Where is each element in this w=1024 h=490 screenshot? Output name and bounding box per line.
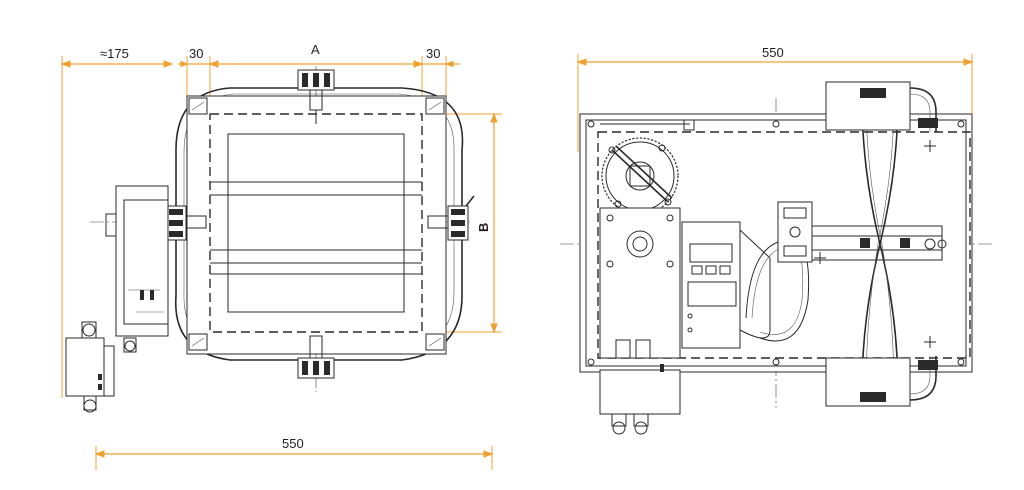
dim-approx-175: ≈175 — [100, 46, 129, 61]
dim-right-top-550: 550 — [762, 45, 784, 60]
corner-bolts — [188, 97, 445, 351]
junction-box — [65, 321, 137, 413]
left-bottom-dimension — [94, 446, 494, 470]
centre-markers — [814, 140, 936, 348]
outer-seal-profile — [174, 87, 464, 361]
gear-wheel — [601, 137, 679, 215]
flange-plate — [186, 95, 447, 355]
dim-bottom-550: 550 — [282, 436, 304, 451]
dim-left-gap-30: 30 — [189, 46, 203, 61]
frame-dashed-outline — [597, 131, 971, 359]
top-right-clamp — [825, 81, 938, 132]
frame-bolts — [587, 120, 965, 366]
right-view: 550 — [560, 45, 992, 435]
left-top-dimensions — [60, 56, 460, 398]
horizontal-bars — [210, 181, 422, 275]
terminal-box — [599, 364, 681, 435]
sensor-block — [777, 201, 813, 263]
side-actuator-box — [105, 185, 169, 337]
right-clamp — [427, 195, 475, 241]
label-b: B — [476, 223, 491, 232]
bottom-right-clamp — [825, 356, 938, 407]
dim-right-gap-30: 30 — [426, 46, 440, 61]
controller-box — [681, 221, 771, 349]
label-a: A — [311, 42, 320, 57]
vertical-crossed-bars — [861, 97, 899, 391]
left-view: ≈175 30 30 A B 550 — [60, 42, 502, 470]
actuator-plate — [599, 207, 681, 359]
top-clamp — [297, 69, 335, 124]
inner-window — [227, 133, 405, 313]
left-clamp — [165, 205, 207, 241]
bottom-clamp — [297, 335, 335, 379]
